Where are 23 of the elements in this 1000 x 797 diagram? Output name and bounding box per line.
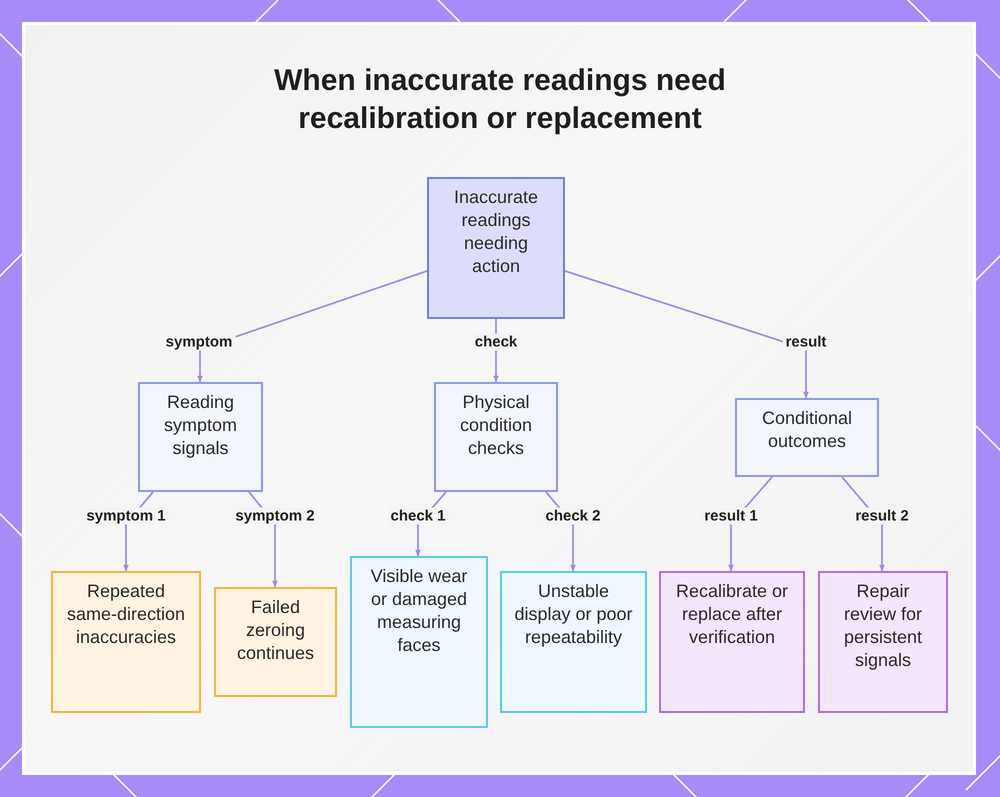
node-text: Reading symptom signals [162,391,238,460]
process-box [434,382,558,492]
node-text: Failed zeroing continues [236,596,316,665]
process-box [500,571,647,713]
node-text: Conditional outcomes [760,407,854,453]
node-text: Unstable display or poor repeatability [513,580,634,649]
node-text: Visible wear or damaged measuring faces [370,565,468,657]
process-box [427,177,565,319]
diagram-title: When inaccurate readings need recalibration or replacement [273,63,727,137]
node-text: Repeated same-direction inaccuracies [66,580,186,649]
node-text: Physical condition checks [458,391,534,460]
process-box [138,382,263,492]
process-box [214,587,337,697]
node-text: Repair review for persistent signals [842,580,924,672]
node-text: Recalibrate or replace after verification [674,580,790,649]
arrow [564,270,809,399]
process-box [818,571,948,713]
process-box [659,571,805,713]
process-box [735,398,879,477]
node-text: Inaccurate readings needing action [452,186,540,278]
process-box [350,556,488,728]
edge-label: result [782,334,830,350]
process-box [51,571,201,713]
